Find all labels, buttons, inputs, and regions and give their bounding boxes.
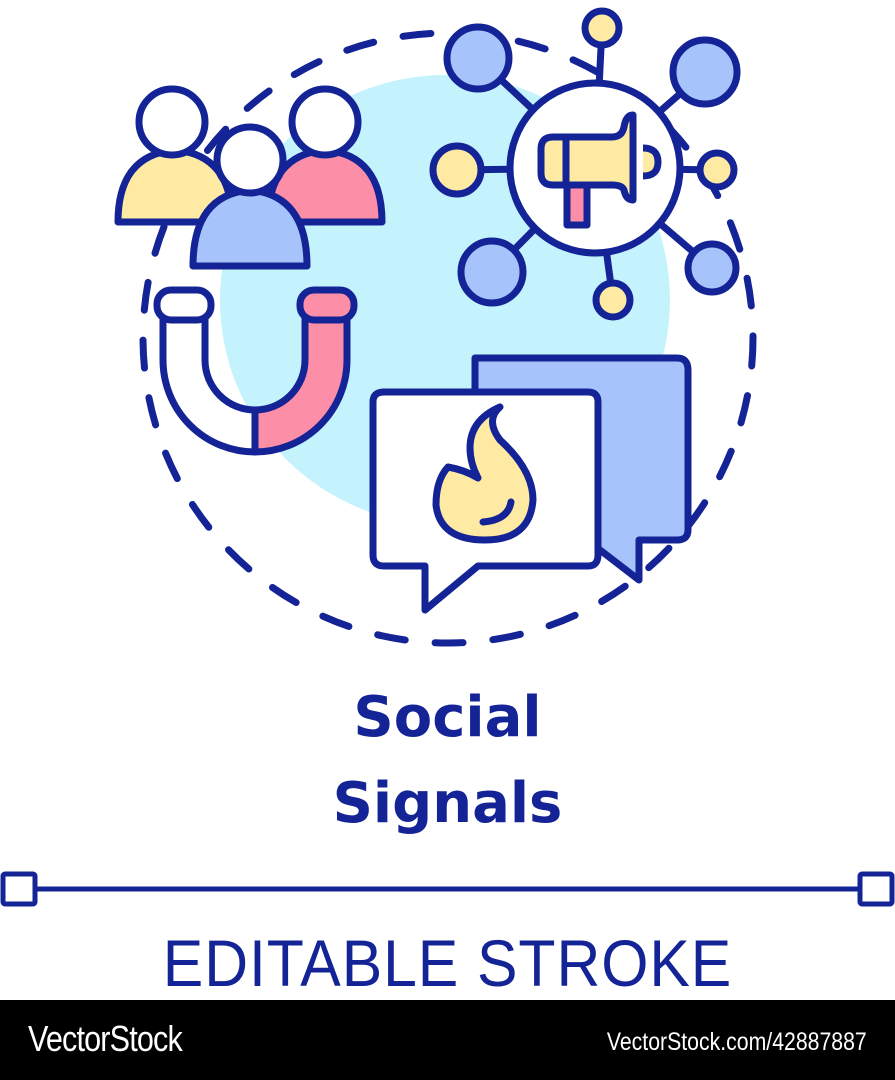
megaphone-network-icon [429, 7, 741, 321]
editable-stroke-caption: EDITABLE STROKE [162, 926, 733, 1000]
people-group-icon [114, 85, 386, 270]
title-line-1: Social [353, 685, 542, 750]
footer-bar: VectorStock VectorStock.com/42887887 [0, 1000, 895, 1080]
brand-logo: VectorStock [28, 1018, 183, 1059]
image-url: VectorStock.com/42887887 [607, 1028, 867, 1056]
editable-stroke-line-icon [0, 871, 895, 907]
chat-bubbles-fire-icon [369, 354, 692, 614]
title-line-2: Signals [332, 771, 563, 836]
dashed-ring [139, 29, 757, 647]
magnet-icon [153, 286, 358, 456]
